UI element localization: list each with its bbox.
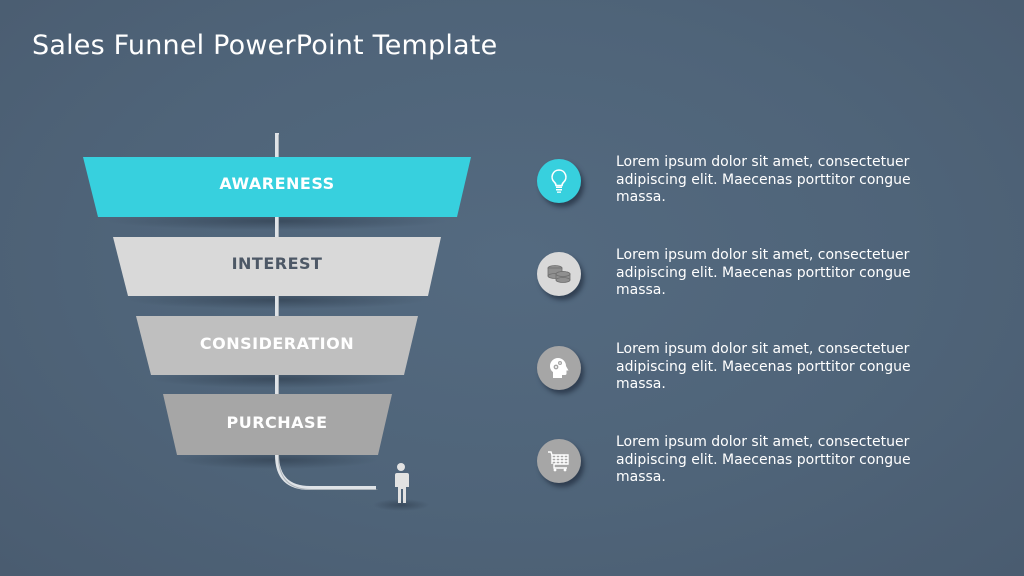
stage-purchase[interactable] — [163, 394, 392, 455]
icon-circle — [537, 252, 581, 296]
list-item: Lorem ipsum dolor sit amet, consectetuer… — [537, 154, 957, 219]
icon-circle — [537, 346, 581, 390]
item-description: Lorem ipsum dolor sit amet, consectetuer… — [616, 247, 911, 298]
lightbulb-icon — [551, 169, 567, 193]
icon-circle — [537, 159, 581, 203]
stage-label-awareness: AWARENESS — [219, 174, 335, 193]
item-description: Lorem ipsum dolor sit amet, consectetuer… — [616, 434, 911, 485]
stage-awareness[interactable] — [83, 157, 471, 217]
stage-label-purchase: PURCHASE — [226, 413, 328, 432]
item-description: Lorem ipsum dolor sit amet, consectetuer… — [616, 154, 911, 205]
stage-consideration[interactable] — [136, 316, 418, 375]
stage-interest[interactable] — [113, 237, 441, 296]
list-item: Lorem ipsum dolor sit amet, consectetuer… — [537, 341, 957, 406]
list-item: Lorem ipsum dolor sit amet, consectetuer… — [537, 247, 957, 312]
shopping-cart-icon — [548, 451, 569, 472]
icon-circle — [537, 439, 581, 483]
person-icon — [395, 463, 409, 503]
stage-label-consideration: CONSIDERATION — [199, 334, 355, 353]
list-item: Lorem ipsum dolor sit amet, consectetuer… — [537, 434, 957, 499]
stage-label-interest: INTEREST — [231, 254, 323, 273]
slide-title: Sales Funnel PowerPoint Template — [32, 30, 498, 61]
coins-icon — [547, 265, 571, 283]
head-gears-icon — [550, 358, 569, 378]
person-shadow — [373, 499, 429, 511]
item-description: Lorem ipsum dolor sit amet, consectetuer… — [616, 341, 911, 392]
